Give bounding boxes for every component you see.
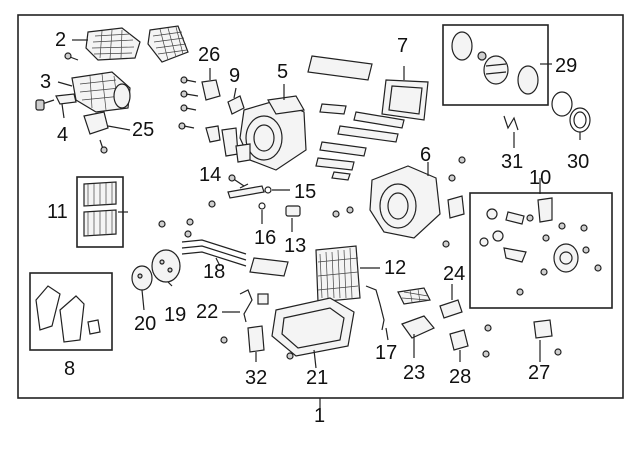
- part-29-blower-motor: [451, 31, 539, 95]
- callout-1: 1: [314, 405, 326, 427]
- callout-9: 9: [229, 65, 241, 87]
- part-27-resistor: [533, 319, 553, 339]
- callout-26: 26: [198, 44, 221, 66]
- part-8-seal-kit: [35, 285, 101, 343]
- part-9-link: [227, 95, 245, 115]
- callout-16: 16: [254, 227, 277, 249]
- callout-29: 29: [555, 55, 578, 77]
- callout-7: 7: [397, 35, 409, 57]
- callout-6: 6: [420, 144, 432, 166]
- inset-box-10: [469, 192, 613, 309]
- part-21-lower-case: [271, 297, 355, 360]
- callout-18: 18: [203, 261, 226, 283]
- part-23-actuator: [401, 315, 435, 339]
- part-12-evaporator-core: [315, 245, 361, 303]
- part-26-motor: [201, 79, 221, 101]
- part-14-15-16-sensors: [208, 174, 301, 217]
- callout-32: 32: [245, 367, 268, 389]
- callout-10: 10: [529, 167, 552, 189]
- screw-32: [220, 336, 228, 344]
- part-3-blower-case: [71, 71, 131, 113]
- small-levers: [205, 125, 251, 163]
- part-4-bracket: [55, 93, 77, 105]
- callout-31: 31: [501, 151, 524, 173]
- part-2-housing-cover: [85, 27, 141, 61]
- callout-21: 21: [306, 367, 329, 389]
- part-filter-grid: [147, 25, 189, 63]
- inset-box-29: [442, 24, 549, 106]
- part-17-hose: [365, 285, 385, 331]
- callout-19: 19: [164, 304, 187, 326]
- callout-17: 17: [375, 342, 398, 364]
- callout-23: 23: [403, 362, 426, 384]
- callout-22: 22: [196, 301, 219, 323]
- screws-top-left: [35, 52, 79, 111]
- callout-8: 8: [64, 358, 76, 380]
- callout-13: 13: [284, 235, 307, 257]
- part-mesh: [397, 287, 431, 305]
- screws-center: [332, 156, 466, 248]
- leader-lines: [57, 39, 581, 369]
- part-10-linkage-kit: [479, 197, 602, 296]
- callout-4: 4: [57, 124, 69, 146]
- part-22-clip: [257, 293, 269, 305]
- part-7-filter-cover: [381, 79, 429, 121]
- part-25-actuator: [83, 111, 109, 154]
- part-18-heater-core: [181, 239, 289, 277]
- screws-bottom-right: [482, 324, 562, 358]
- filter-strips: [307, 55, 405, 181]
- part-11-filters: [83, 181, 117, 237]
- callout-28: 28: [449, 366, 472, 388]
- callout-15: 15: [294, 181, 317, 203]
- callout-27: 27: [528, 362, 551, 384]
- part-5-heater-case: [239, 95, 307, 171]
- callout-11: 11: [47, 201, 68, 223]
- callout-2: 2: [55, 29, 67, 51]
- callout-25: 25: [132, 119, 155, 141]
- part-19-20-gaskets: [131, 249, 181, 291]
- part-32-block: [247, 325, 265, 353]
- callout-14: 14: [199, 164, 222, 186]
- callout-5: 5: [277, 61, 289, 83]
- part-24-door: [439, 299, 463, 319]
- callout-30: 30: [567, 151, 590, 173]
- part-6-case-right: [369, 165, 465, 239]
- part-mesh-grid: [401, 288, 429, 303]
- part-30-31-seals: [503, 91, 591, 133]
- part-22-drain-tube: [239, 289, 253, 323]
- screws-column: [178, 76, 199, 130]
- callout-24: 24: [443, 263, 466, 285]
- screws-left-middle: [158, 218, 194, 238]
- part-28-motor: [449, 329, 469, 351]
- callout-12: 12: [384, 257, 407, 279]
- callout-20: 20: [134, 313, 157, 335]
- inset-box-8: [29, 272, 113, 351]
- callout-3: 3: [40, 71, 52, 93]
